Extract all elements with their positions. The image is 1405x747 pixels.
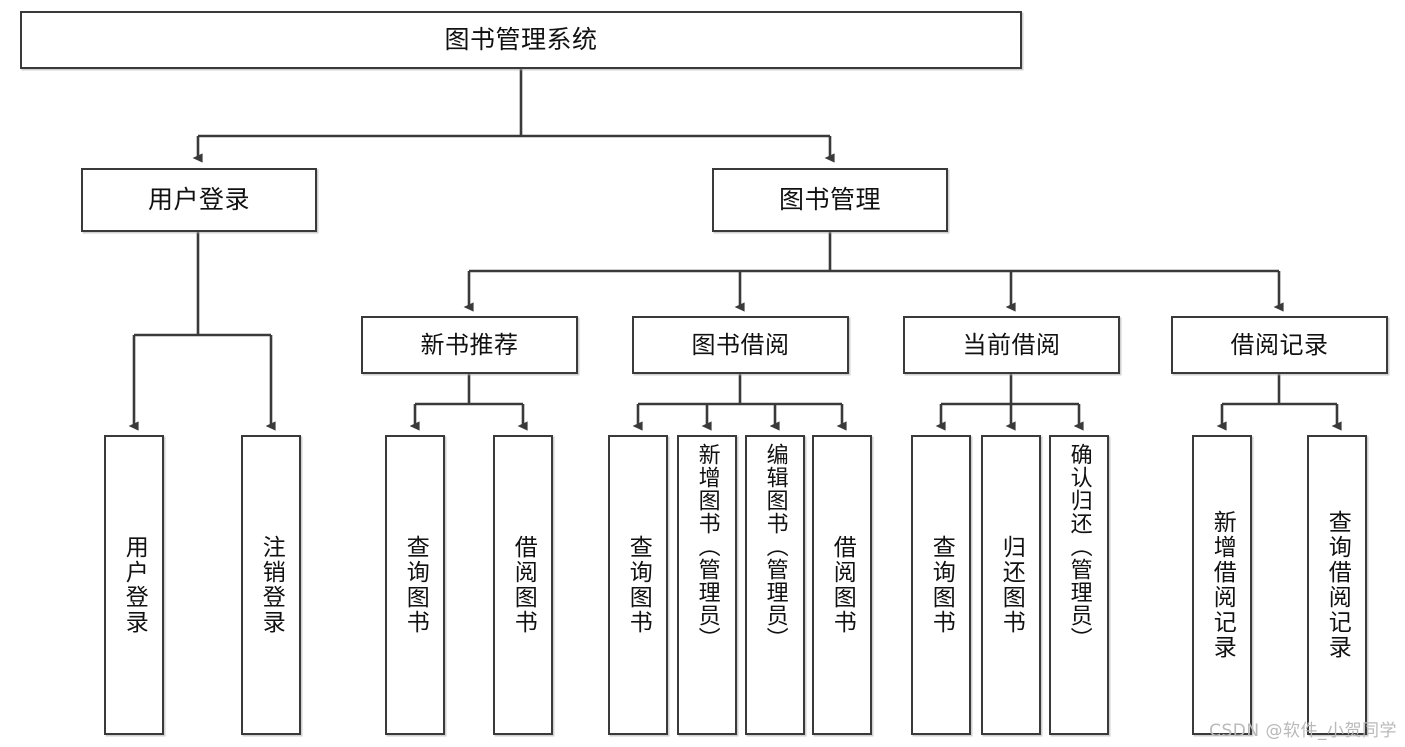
node-leaf-borrow-book-recommend[interactable]: 借阅图书 xyxy=(493,435,553,735)
csdn-watermark: CSDN @软件_小贺同学 xyxy=(1209,721,1397,741)
node-user-login[interactable]: 用户登录 xyxy=(81,168,317,232)
node-label: 新增图书（管理员） xyxy=(694,443,720,650)
node-label: 确认归还（管理员） xyxy=(1066,443,1092,650)
node-leaf-confirm-return-admin[interactable]: 确认归还（管理员） xyxy=(1049,435,1109,735)
node-label: 新书推荐 xyxy=(420,331,519,359)
node-leaf-query-book-borrow[interactable]: 查询图书 xyxy=(608,435,668,735)
node-label: 编辑图书（管理员） xyxy=(762,443,788,650)
node-leaf-query-book-current[interactable]: 查询图书 xyxy=(911,435,971,735)
node-label: 借阅记录 xyxy=(1230,331,1329,359)
node-root-book-management-system[interactable]: 图书管理系统 xyxy=(20,11,1022,69)
node-leaf-add-borrow-record[interactable]: 新增借阅记录 xyxy=(1192,435,1252,735)
node-leaf-user-login[interactable]: 用户登录 xyxy=(104,435,164,735)
node-label: 图书借阅 xyxy=(691,331,790,359)
node-label: 新增借阅记录 xyxy=(1209,510,1236,660)
node-label: 查询图书 xyxy=(928,535,955,635)
node-label: 当前借阅 xyxy=(962,331,1061,359)
node-leaf-query-book-recommend[interactable]: 查询图书 xyxy=(385,435,445,735)
node-borrow-record[interactable]: 借阅记录 xyxy=(1171,316,1388,374)
node-leaf-edit-book-admin[interactable]: 编辑图书（管理员） xyxy=(745,435,805,735)
node-label: 借阅图书 xyxy=(829,535,856,635)
node-leaf-add-book-admin[interactable]: 新增图书（管理员） xyxy=(677,435,737,735)
node-leaf-return-book[interactable]: 归还图书 xyxy=(981,435,1041,735)
node-leaf-logout-login[interactable]: 注销登录 xyxy=(241,435,301,735)
node-book-management[interactable]: 图书管理 xyxy=(712,168,948,232)
node-label: 借阅图书 xyxy=(510,535,537,635)
node-label: 用户登录 xyxy=(147,185,250,215)
node-label: 查询图书 xyxy=(402,535,429,635)
node-leaf-query-borrow-record[interactable]: 查询借阅记录 xyxy=(1307,435,1367,735)
node-label: 图书管理系统 xyxy=(444,25,598,55)
node-label: 用户登录 xyxy=(121,535,148,635)
node-label: 图书管理 xyxy=(778,185,881,215)
node-label: 查询图书 xyxy=(625,535,652,635)
node-label: 注销登录 xyxy=(258,535,285,635)
node-new-book-recommend[interactable]: 新书推荐 xyxy=(361,316,578,374)
node-label: 归还图书 xyxy=(998,535,1025,635)
node-current-borrow[interactable]: 当前借阅 xyxy=(903,316,1120,374)
node-label: 查询借阅记录 xyxy=(1324,510,1351,660)
node-leaf-borrow-book[interactable]: 借阅图书 xyxy=(812,435,872,735)
node-book-borrow[interactable]: 图书借阅 xyxy=(632,316,849,374)
